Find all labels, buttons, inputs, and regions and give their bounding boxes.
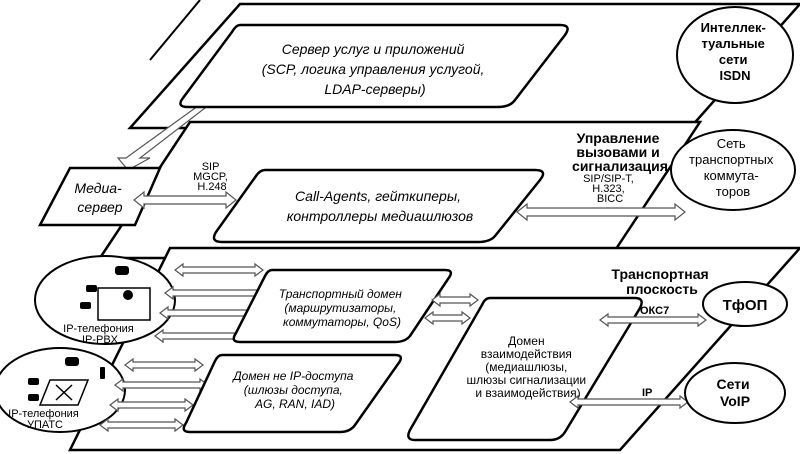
pstn-cloud-label: ТфОП: [723, 297, 768, 314]
isdn-cloud-label: Интеллек- туальные сети ISDN: [701, 20, 770, 83]
media-server-box: [37, 166, 162, 227]
voip-cloud: [684, 362, 786, 424]
pstn-protocol-label: ОКС7: [640, 305, 669, 317]
non-ip-access-label: Домен не IP-доступа (шлюзы доступа, AG, …: [231, 369, 357, 411]
transit-protocols-label: SIP/SIP-T, H.323, BICC: [583, 173, 637, 205]
interworking-domain-box: [407, 296, 643, 442]
non-ip-access-domain-box: [182, 353, 403, 434]
transport-domain-box: [232, 268, 453, 344]
voip-protocol-label: IP: [642, 387, 652, 399]
services-server-box: [179, 23, 569, 109]
call-agents-box: [212, 168, 545, 244]
call-agents-label: Call-Agents, гейткиперы, контроллеры мед…: [287, 188, 473, 224]
access-arrows: [99, 262, 269, 433]
transport-interworking-arrow: [431, 292, 479, 308]
services-box-text: Сервер услуг и приложений (SCP, логика у…: [262, 41, 489, 97]
pstn-link-arrow: [599, 312, 707, 328]
pbx-phones-icon: [80, 266, 151, 321]
upats-label: IP-телефония УПАТС: [8, 408, 82, 431]
plane-edge-line: [149, 0, 201, 61]
pstn-cloud: [702, 281, 788, 327]
control-plane-title: Управление вызовами и сигнализация: [572, 130, 668, 174]
transport-interworking-arrow: [424, 310, 471, 326]
transport-domain-label: Транспортный домен (маршрутизаторы, комм…: [279, 287, 405, 329]
media-server-label: Медиа- сервер: [74, 180, 125, 215]
ip-pbx-label: IP-телефония IP-PBX: [63, 323, 137, 346]
transit-switches-cloud: [670, 129, 796, 211]
media-control-arrow: [133, 190, 237, 210]
interworking-label: Домен взаимодействия (медиашлюзы, шлюзы …: [467, 334, 590, 400]
pbx-switch-icon: [28, 357, 105, 406]
voip-cloud-label: Сети VoIP: [716, 376, 753, 409]
isdn-cloud: [676, 6, 794, 104]
transit-signalling-arrow: [516, 202, 686, 222]
transit-cloud-label: Сеть транспортных коммута- торов: [689, 136, 777, 199]
transport-plane-title: Транспортная плоскость: [611, 266, 712, 297]
media-protocols-label: SIP MGCP, H.248: [193, 161, 231, 193]
